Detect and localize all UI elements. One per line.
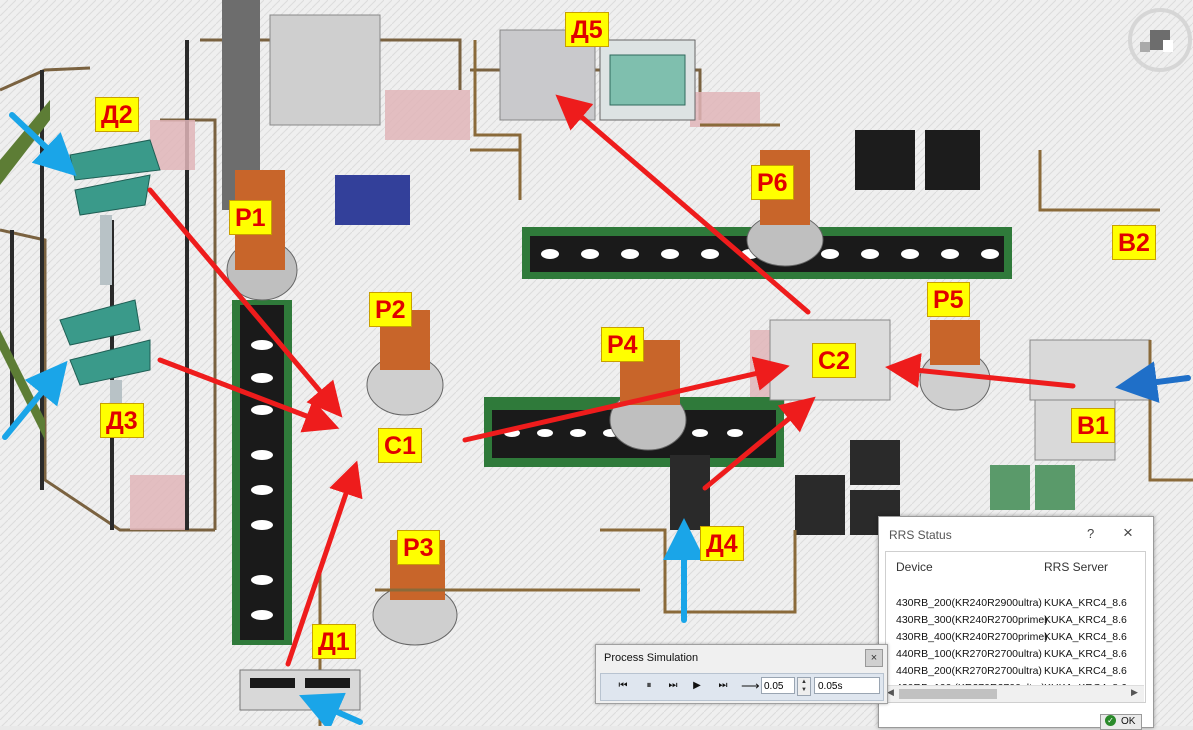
close-icon[interactable]: × — [1123, 523, 1133, 542]
device-cell: 430RB_400(KR240R2700prime) — [896, 631, 1048, 643]
center-conveyor-bottom — [484, 397, 784, 467]
flow-arrows — [147, 94, 1076, 667]
scroll-thumb[interactable] — [899, 689, 997, 699]
table-row[interactable]: 430RB_400(KR240R2700prime)KUKA_KRC4_8.6 — [886, 629, 1145, 646]
d1-station — [239, 669, 361, 711]
robot-p2 — [366, 310, 444, 416]
pause-icon[interactable]: ⏸ — [646, 680, 652, 691]
label-d5: Д5 — [565, 12, 609, 47]
step-size-input[interactable]: 0.05 — [761, 677, 795, 694]
simulation-controls: ⏮ ⏸ ⏭ ▶ ⏭ ⟶ 0.05 ▲▼ 0.05s — [600, 673, 884, 701]
left-conveyor — [232, 300, 292, 645]
left-green-panels — [0, 100, 50, 440]
label-p3: Р3 — [397, 530, 440, 565]
rrs-status-dialog: RRS Status ? × Device RRS Server 430RB_2… — [878, 516, 1154, 728]
label-p6: Р6 — [751, 165, 794, 200]
feeder-fixtures — [59, 139, 161, 386]
label-p2: Р2 — [369, 292, 412, 327]
feeder-stands — [100, 215, 122, 410]
scroll-right-icon[interactable]: ▶ — [1131, 687, 1138, 697]
label-d4: Д4 — [700, 526, 744, 561]
ok-label: OK — [1121, 716, 1136, 727]
scroll-left-icon[interactable]: ◀ — [887, 687, 894, 697]
table-row[interactable]: 440RB_200(KR270R2700ultra)KUKA_KRC4_8.6 — [886, 663, 1145, 680]
flow-arrow-c1-c2 — [462, 356, 790, 443]
help-icon[interactable]: ? — [1087, 526, 1095, 541]
input-arrows — [2, 112, 705, 726]
right-equipment — [769, 130, 1151, 535]
label-d3: Д3 — [100, 403, 144, 438]
input-arrow-d2 — [9, 112, 77, 177]
jump-to-start-icon[interactable]: ⏮ — [618, 680, 628, 691]
process-simulation-panel: Process Simulation × ⏮ ⏸ ⏭ ▶ ⏭ ⟶ 0.05 ▲▼… — [595, 644, 888, 704]
input-arrow-d3 — [2, 360, 68, 440]
table-row[interactable]: 430RB_200(KR240R2900ultra)KUKA_KRC4_8.6 — [886, 595, 1145, 612]
rrs-device-list[interactable]: Device RRS Server 430RB_200(KR240R2900ul… — [885, 551, 1146, 703]
device-cell: 440RB_100(KR270R2700ultra) — [896, 648, 1042, 660]
label-c2: С2 — [812, 343, 856, 378]
column-header-device[interactable]: Device — [896, 560, 933, 574]
label-c1: С1 — [378, 428, 422, 463]
label-p1: Р1 — [229, 200, 272, 235]
flow-arrow-d3-c1 — [157, 357, 340, 433]
rrs-status-title: RRS Status — [889, 528, 952, 542]
play-icon[interactable]: ▶ — [693, 680, 701, 691]
label-d1: Д1 — [312, 624, 356, 659]
top-machines — [269, 14, 696, 225]
label-p4: Р4 — [601, 327, 644, 362]
label-b2: В2 — [1112, 225, 1156, 260]
label-b1: В1 — [1071, 408, 1115, 443]
step-forward-icon[interactable]: ⏭ — [668, 680, 678, 691]
step-size-arrow-icon: ⟶ — [741, 678, 760, 693]
flow-arrow-c2-d5 — [555, 94, 811, 315]
table-row[interactable]: 440RB_100(KR270R2700ultra)KUKA_KRC4_8.6 — [886, 646, 1145, 663]
process-simulation-title: Process Simulation — [604, 652, 699, 664]
label-d2: Д2 — [95, 97, 139, 132]
input-arrow-d1 — [299, 692, 363, 726]
server-cell: KUKA_KRC4_8.6 — [1044, 597, 1127, 609]
server-cell: KUKA_KRC4_8.6 — [1044, 614, 1127, 626]
rrs-status-titlebar[interactable]: RRS Status ? × — [879, 517, 1153, 549]
device-cell: 430RB_300(KR240R2700prime) — [896, 614, 1048, 626]
ok-button[interactable]: ✓ OK — [1100, 714, 1142, 730]
step-size-spinner[interactable]: ▲▼ — [797, 677, 811, 696]
input-arrow-b1 — [1115, 361, 1191, 403]
horizontal-scrollbar[interactable]: ◀ ▶ — [885, 685, 1144, 702]
server-cell: KUKA_KRC4_8.6 — [1044, 665, 1127, 677]
robot-p5 — [919, 320, 991, 411]
flow-arrow-d2-c1 — [147, 187, 343, 418]
table-row[interactable]: 430RB_300(KR240R2700prime)KUKA_KRC4_8.6 — [886, 612, 1145, 629]
label-p5: Р5 — [927, 282, 970, 317]
server-cell: KUKA_KRC4_8.6 — [1044, 648, 1127, 660]
flow-arrow-b1-c2 — [885, 353, 1076, 389]
server-cell: KUKA_KRC4_8.6 — [1044, 631, 1127, 643]
close-icon[interactable]: × — [865, 649, 883, 667]
simulation-time-field[interactable]: 0.05s — [814, 677, 880, 694]
d4-lane — [670, 455, 710, 530]
jump-to-end-icon[interactable]: ⏭ — [718, 680, 728, 691]
column-header-rrs-server[interactable]: RRS Server — [1044, 560, 1109, 574]
flow-arrow-d1-c1 — [285, 460, 363, 667]
flow-arrow-d4-c2 — [702, 396, 816, 491]
checkmark-icon: ✓ — [1105, 715, 1116, 726]
device-cell: 440RB_200(KR270R2700ultra) — [896, 665, 1042, 677]
device-cell: 430RB_200(KR240R2900ultra) — [896, 597, 1042, 609]
view-cube-icon[interactable] — [1128, 8, 1192, 72]
